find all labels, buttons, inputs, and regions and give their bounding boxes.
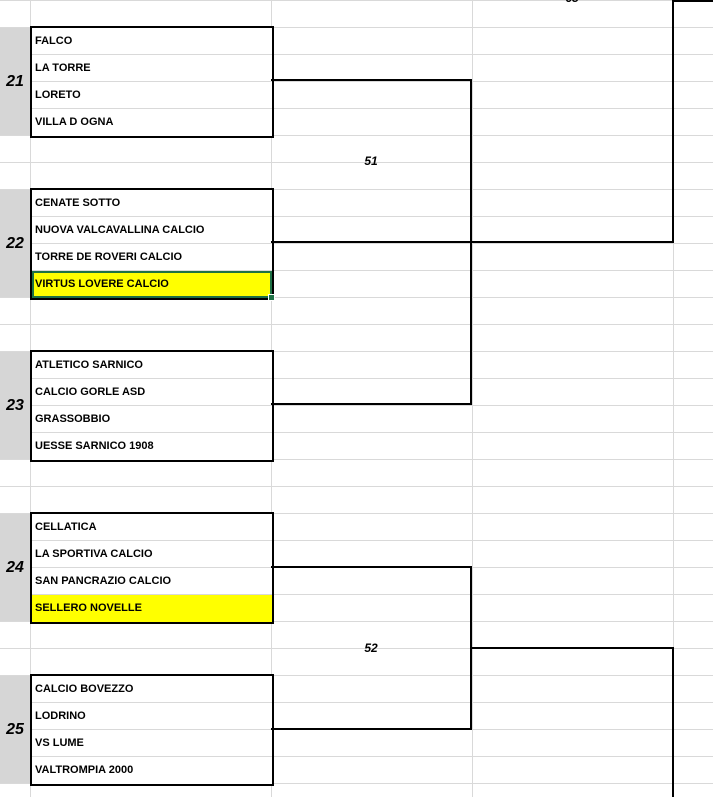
group-21-box: FALCO LA TORRE LORETO VILLA D OGNA xyxy=(30,26,274,138)
grid-row-line xyxy=(0,162,713,163)
team-cell[interactable]: LODRINO xyxy=(32,703,272,730)
group-number-21: 21 xyxy=(0,28,30,135)
team-cell[interactable]: GRASSOBBIO xyxy=(32,406,272,433)
team-cell[interactable]: VILLA D OGNA xyxy=(35,116,114,128)
grid-row-line xyxy=(0,297,713,298)
grid-row-line xyxy=(0,432,713,433)
fill-handle[interactable] xyxy=(268,294,275,301)
grid-row-line xyxy=(0,27,713,28)
grid-row-line xyxy=(0,135,713,136)
grid-row-line xyxy=(0,270,713,271)
team-cell-selected[interactable]: VIRTUS LOVERE CALCIO xyxy=(32,271,272,298)
team-cell[interactable]: CELLATICA xyxy=(32,514,272,541)
bracket-line xyxy=(271,403,472,405)
grid-row-line xyxy=(0,216,713,217)
grid-row-line xyxy=(0,54,713,55)
grid-row-line xyxy=(0,702,713,703)
group-number-24: 24 xyxy=(0,514,30,621)
grid-row-line xyxy=(0,621,713,622)
bracket-line xyxy=(672,0,713,2)
grid-row-line xyxy=(0,189,713,190)
grid-row-line xyxy=(0,324,713,325)
grid-row-line xyxy=(0,594,713,595)
grid-row-line xyxy=(0,783,713,784)
bracket-line xyxy=(672,0,674,243)
grid-row-line xyxy=(0,405,713,406)
match-number-63: 63 xyxy=(472,0,672,5)
grid-row-line xyxy=(0,351,713,352)
team-cell[interactable]: NUOVA VALCAVALLINA CALCIO xyxy=(32,217,272,244)
grid-row-line xyxy=(0,0,713,1)
team-cell[interactable]: LA TORRE xyxy=(32,55,272,82)
match-number-52: 52 xyxy=(364,641,378,655)
team-cell[interactable]: UESSE SARNICO 1908 xyxy=(35,440,154,452)
team-cell-highlighted[interactable]: SELLERO NOVELLE xyxy=(32,595,272,622)
grid-row-line xyxy=(0,540,713,541)
team-cell[interactable]: FALCO xyxy=(32,28,272,55)
group-22-box: CENATE SOTTO NUOVA VALCAVALLINA CALCIO T… xyxy=(30,188,274,300)
team-cell[interactable]: CALCIO BOVEZZO xyxy=(32,676,272,703)
match-number-51: 51 xyxy=(364,154,378,168)
bracket-line xyxy=(271,241,674,243)
bracket-line xyxy=(271,79,472,81)
team-cell[interactable]: SAN PANCRAZIO CALCIO xyxy=(32,568,272,595)
team-cell[interactable]: ATLETICO SARNICO xyxy=(32,352,272,379)
grid-row-line xyxy=(0,243,713,244)
grid-row-line xyxy=(0,459,713,460)
team-cell[interactable]: LORETO xyxy=(32,82,272,109)
grid-row-line xyxy=(0,81,713,82)
team-cell[interactable]: VS LUME xyxy=(32,730,272,757)
team-cell[interactable]: TORRE DE ROVERI CALCIO xyxy=(32,244,272,271)
team-cell[interactable]: LA SPORTIVA CALCIO xyxy=(32,541,272,568)
bracket-line xyxy=(470,647,674,649)
grid-column-line xyxy=(673,0,674,797)
group-number-22: 22 xyxy=(0,190,30,297)
grid-row-line xyxy=(0,648,713,649)
team-cell[interactable]: CALCIO GORLE ASD xyxy=(32,379,272,406)
team-cell[interactable]: CENATE SOTTO xyxy=(32,190,272,217)
grid-row-line xyxy=(0,756,713,757)
bracket-line xyxy=(271,566,472,568)
group-23-box: ATLETICO SARNICO CALCIO GORLE ASD GRASSO… xyxy=(30,350,274,462)
bracket-line xyxy=(672,647,674,797)
group-number-23: 23 xyxy=(0,352,30,459)
grid-row-line xyxy=(0,108,713,109)
group-25-box: CALCIO BOVEZZO LODRINO VS LUME VALTROMPI… xyxy=(30,674,274,786)
bracket-line xyxy=(271,728,472,730)
grid-row-line xyxy=(0,513,713,514)
grid-row-line xyxy=(0,378,713,379)
group-number-25: 25 xyxy=(0,676,30,783)
grid-column-line xyxy=(472,0,473,797)
grid-row-line xyxy=(0,486,713,487)
grid-row-line xyxy=(0,675,713,676)
group-24-box: CELLATICA LA SPORTIVA CALCIO SAN PANCRAZ… xyxy=(30,512,274,624)
team-cell[interactable]: VALTROMPIA 2000 xyxy=(35,764,134,776)
